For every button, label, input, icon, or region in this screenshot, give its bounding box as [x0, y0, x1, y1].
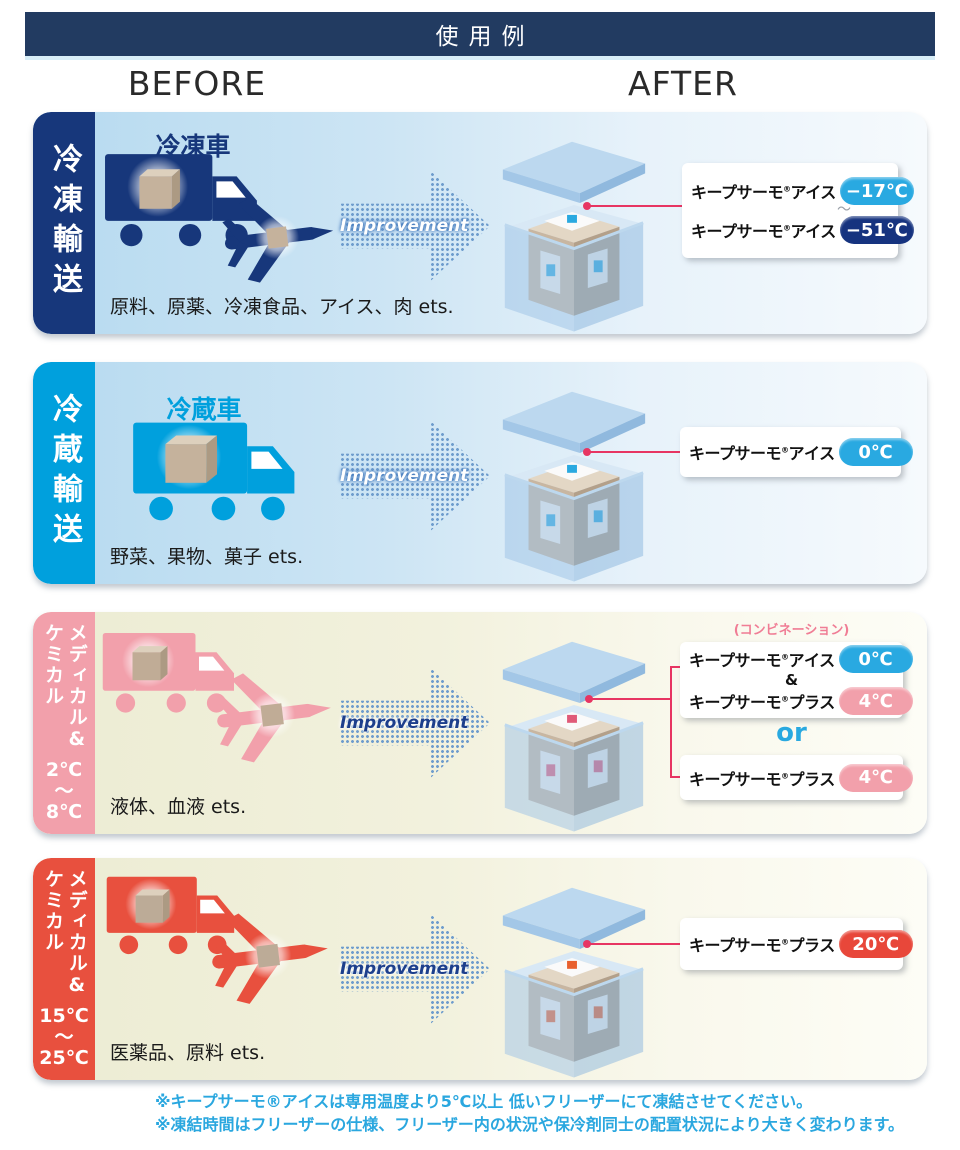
improvement-label: Improvement [340, 216, 469, 236]
truck-icon [133, 422, 295, 521]
callout-card: キープサーモ®アイス −17℃ 〜 キープサーモ®アイス −51℃ [682, 163, 914, 258]
rows: 冷凍輸送 冷凍車 [0, 112, 960, 1080]
cooler-box-illustration [502, 641, 646, 832]
items-text: 医薬品、原料 ets. [110, 1042, 266, 1064]
temp-badge: 4℃ [838, 763, 913, 792]
footer-note: ※凍結時間はフリーザーの仕様、フリーザー内の状況や保冷剤同士の配置状況により大き… [155, 1115, 904, 1135]
callout-card: キープサーモ®アイス 0℃ [680, 427, 913, 477]
side-label: 冷凍輸送 [33, 112, 95, 334]
side-label-text: 冷凍輸送 [47, 143, 82, 303]
side-label-text: メディカル& ケミカル [42, 869, 88, 999]
truck-icon [102, 633, 234, 713]
leader-line [589, 943, 680, 945]
row-chilled-transport: 冷蔵輸送 冷蔵車 Improvement 野菜、果物、菓子 ets. [33, 362, 927, 584]
side-label-text: メディカル& ケミカル [42, 623, 88, 753]
registered-mark: ® [781, 694, 789, 704]
row-medical-chemical-2-8: メディカル& ケミカル 2℃ 〜 8℃ [33, 612, 927, 834]
registered-mark: ® [783, 223, 791, 233]
side-label: メディカル& ケミカル 2℃ 〜 8℃ [33, 612, 95, 834]
callout-line: キープサーモ®アイス 0℃ [689, 437, 913, 467]
leader-dot [583, 448, 591, 456]
column-header-before: BEFORE [127, 64, 267, 103]
cooler-box-illustration [502, 141, 646, 332]
product-label: キープサーモ®プラス [689, 936, 835, 955]
callout-line: キープサーモ®プラス 4℃ [689, 687, 913, 715]
leader-line [589, 698, 670, 700]
callout-card-combination: キープサーモ®アイス 0℃ & キープサーモ®プラス 4℃ [680, 642, 913, 718]
callout-line: キープサーモ®アイス 0℃ [689, 645, 913, 673]
items-text: 液体、血液 ets. [110, 796, 247, 818]
leader-line [670, 666, 672, 778]
range-tilde: 〜 [837, 202, 851, 218]
callout-line: キープサーモ®アイス −51℃ [691, 215, 914, 245]
ampersand-label: & [784, 671, 799, 689]
footer-notes: ※キープサーモ®アイスは専用温度より5℃以上 低いフリーザーにて凍結させてくださ… [155, 1090, 960, 1136]
leader-line [589, 451, 680, 453]
registered-mark: ® [781, 652, 789, 662]
column-header-after: AFTER [628, 64, 738, 103]
cooler-box-illustration [502, 887, 646, 1078]
items-text: 野菜、果物、菓子 ets. [110, 546, 304, 568]
temp-badge: 0℃ [838, 645, 913, 673]
registered-mark: ® [781, 771, 789, 781]
combination-label: (コンビネーション) [733, 623, 850, 638]
registered-mark: ® [783, 184, 791, 194]
improvement-label: Improvement [340, 466, 469, 486]
page-title: 使用例 [435, 24, 535, 50]
registered-mark: ® [781, 937, 789, 947]
callout-card-single: キープサーモ®プラス 4℃ [680, 755, 913, 800]
product-label: キープサーモ®アイス [691, 222, 836, 241]
registered-mark: ® [781, 445, 789, 455]
product-label: キープサーモ®アイス [689, 651, 835, 670]
callout-line: キープサーモ®アイス −17℃ [691, 176, 914, 206]
title-bar: 使用例 [25, 12, 935, 60]
truck-icon [105, 154, 257, 247]
side-label-temp-range: 2℃ 〜 8℃ [45, 759, 83, 823]
side-label: メディカル& ケミカル 15℃ 〜 25℃ [33, 858, 95, 1080]
airplane-icon [222, 197, 334, 283]
or-label: or [776, 718, 807, 748]
callout-line: キープサーモ®プラス 4℃ [689, 763, 913, 793]
temp-badge: 20℃ [838, 930, 913, 958]
product-label: キープサーモ®プラス [689, 693, 835, 712]
footer-note: ※キープサーモ®アイスは専用温度より5℃以上 低いフリーザーにて凍結させてくださ… [155, 1092, 813, 1111]
callout-line: キープサーモ®プラス 20℃ [689, 929, 913, 959]
airplane-icon [209, 913, 328, 1004]
column-headers: BEFORE AFTER [0, 62, 960, 108]
temp-badge: −17℃ [839, 177, 914, 205]
leader-line [589, 205, 682, 207]
side-label: 冷蔵輸送 [33, 362, 95, 584]
product-label: キープサーモ®プラス [689, 769, 835, 789]
temp-badge: 4℃ [838, 687, 913, 715]
row-frozen-transport: 冷凍輸送 冷凍車 [33, 112, 927, 334]
temp-badge: −51℃ [839, 216, 914, 244]
side-label-text: 冷蔵輸送 [47, 393, 82, 553]
leader-dot [583, 940, 591, 948]
items-text: 原料、原薬、冷凍食品、アイス、肉 ets. [110, 296, 454, 318]
callout-card: キープサーモ®プラス 20℃ [680, 918, 913, 970]
leader-dot [583, 202, 591, 210]
leader-line [670, 666, 682, 668]
improvement-label: Improvement [340, 713, 469, 733]
product-label: キープサーモ®アイス [689, 444, 835, 463]
cooler-box-illustration [502, 391, 646, 582]
improvement-label: Improvement [340, 959, 469, 979]
airplane-icon [214, 673, 331, 763]
temp-badge: 0℃ [838, 438, 913, 466]
row-medical-chemical-15-25: メディカル& ケミカル 15℃ 〜 25℃ [33, 858, 927, 1080]
side-label-temp-range: 15℃ 〜 25℃ [39, 1005, 89, 1069]
product-label: キープサーモ®アイス [691, 183, 836, 202]
vehicle-title: 冷蔵車 [166, 395, 242, 424]
leader-line [670, 776, 682, 778]
